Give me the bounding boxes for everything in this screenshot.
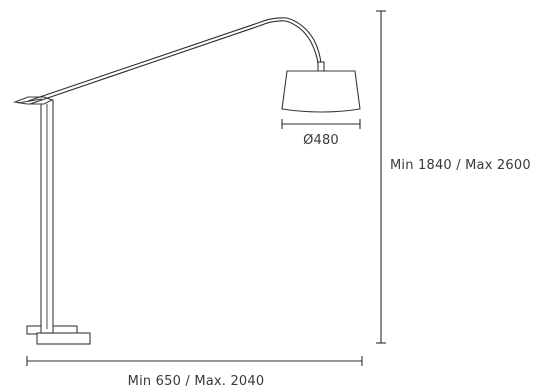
width-dimension: Min 650 / Max. 2040 <box>26 356 363 389</box>
height-label: Min 1840 / Max 2600 <box>390 158 531 173</box>
shade-socket <box>317 61 325 72</box>
lamp-joint <box>12 96 54 105</box>
lamp-shade <box>281 70 361 113</box>
shade-diameter-dimension: Ø480 <box>281 119 361 148</box>
lamp-stand <box>40 99 54 334</box>
height-dimension: Min 1840 / Max 2600 <box>376 10 531 344</box>
lamp-arm <box>27 17 322 105</box>
floor-lamp-illustration <box>12 17 361 345</box>
lamp-base <box>26 325 91 345</box>
width-label: Min 650 / Max. 2040 <box>128 374 265 389</box>
shade-diameter-label: Ø480 <box>303 133 339 148</box>
